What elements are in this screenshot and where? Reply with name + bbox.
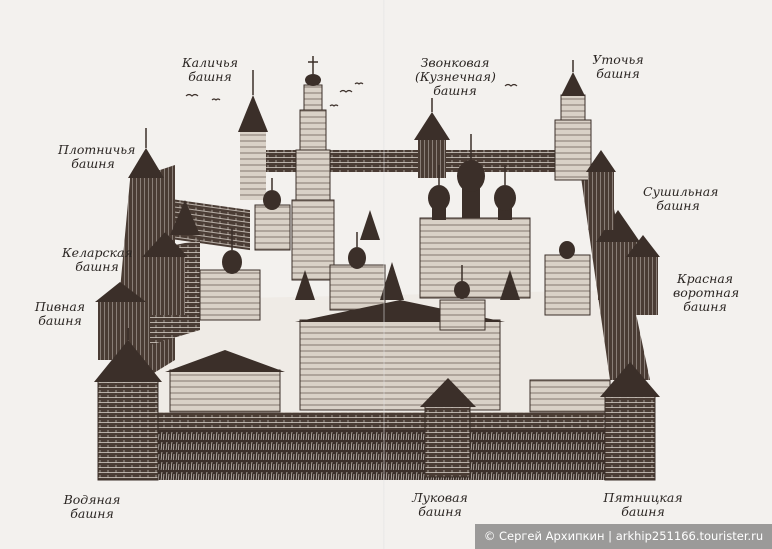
label-plotnichya-tower: Плотничья башня [58, 142, 136, 171]
label-line: башня [71, 156, 115, 171]
birds [185, 82, 518, 107]
label-line: башня [188, 69, 232, 84]
zvonkovaya-tower [414, 98, 450, 178]
label-line: Сушильная [643, 184, 719, 199]
assumption-cathedral [419, 134, 531, 299]
front-wall [150, 412, 630, 480]
label-line: Келарская [62, 245, 133, 260]
refectory [295, 265, 505, 411]
vodyanaya-tower [94, 328, 162, 481]
pyatnitskaya-tower [600, 362, 660, 481]
label-line: (Кузнечная) [415, 69, 496, 84]
kelarskaya-tower [142, 232, 188, 315]
label-line: башня [683, 299, 727, 314]
label-line: башня [596, 66, 640, 81]
small-church-left [199, 228, 261, 321]
sushilnaya-tower [586, 150, 616, 230]
label-krasnaya-tower: Красная воротная башня [673, 271, 740, 314]
watermark: © Сергей Архипкин | arkhip251166.tourist… [475, 524, 772, 549]
krasnaya-tower [626, 235, 660, 315]
label-line: воротная [673, 285, 740, 300]
label-sushilnaya-tower: Сушильная башня [643, 184, 719, 213]
label-zvonkovaya-tower: Звонковая (Кузнечная) башня [415, 55, 496, 98]
label-kelarskaya-tower: Келарская башня [62, 245, 133, 274]
lukovaya-tower [420, 378, 476, 478]
label-line: Пятницкая [603, 490, 683, 505]
label-vodyanaya-tower: Водяная башня [62, 493, 122, 521]
label-utochya-tower: Уточья башня [588, 53, 648, 81]
book-fold [383, 0, 385, 549]
label-line: Пивная [34, 299, 86, 314]
label-line: Уточья [592, 52, 644, 67]
label-line: башня [38, 313, 82, 328]
kalichya-tower [238, 70, 268, 200]
label-line: Плотничья [58, 142, 136, 157]
label-lukovaya-tower: Луковая башня [410, 491, 470, 519]
label-line: Водяная [63, 492, 121, 507]
trinity-cathedral [329, 232, 386, 311]
label-line: башня [621, 504, 665, 519]
metropolitan-chambers [165, 350, 285, 413]
label-line: Звонковая [420, 55, 490, 70]
bell-tower [291, 56, 335, 281]
utochya-tower [554, 60, 592, 181]
church-left-back [254, 178, 291, 251]
label-line: Каличья [182, 55, 238, 70]
label-line: Луковая [412, 490, 468, 505]
label-pivnaya-tower: Пивная башня [30, 300, 90, 328]
label-kalichya-tower: Каличья башня [180, 56, 240, 84]
label-pyatnitskaya-tower: Пятницкая башня [603, 491, 683, 519]
plotnichya-tower [128, 128, 164, 245]
trees [170, 200, 520, 300]
label-line: Красная [676, 271, 734, 286]
label-line: башня [418, 504, 462, 519]
label-line: башня [433, 83, 477, 98]
label-line: башня [656, 198, 700, 213]
label-line: башня [70, 506, 114, 521]
label-line: башня [75, 259, 119, 274]
